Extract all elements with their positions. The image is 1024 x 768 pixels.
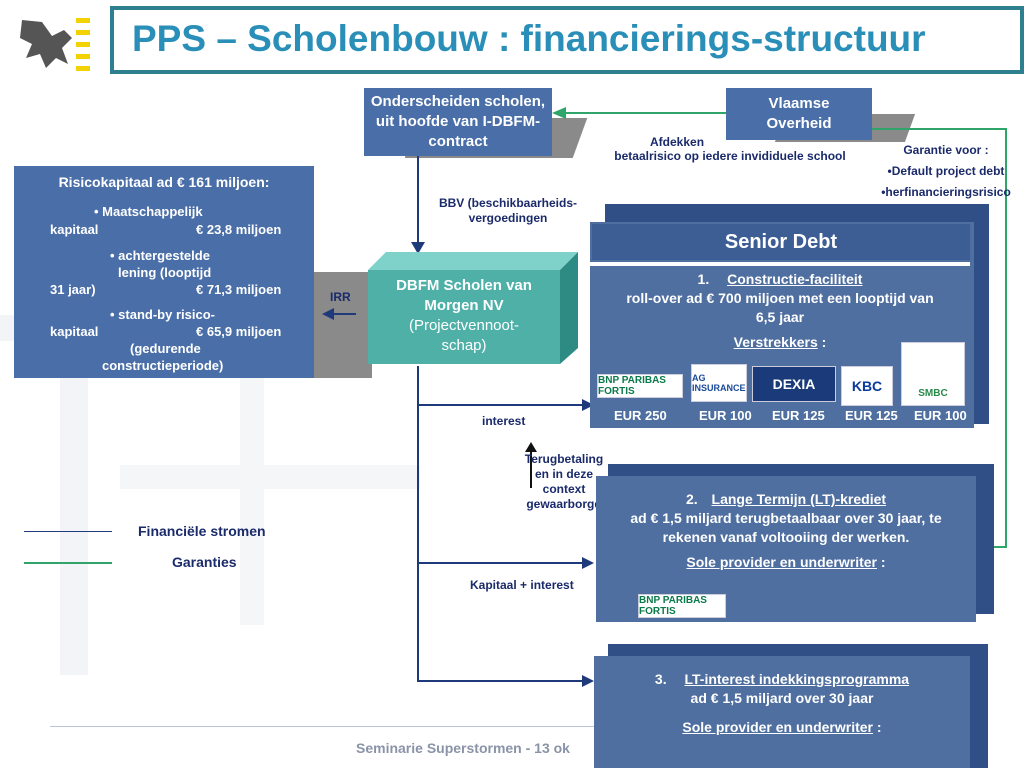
senior-body: 1. Constructie-faciliteit roll-over ad €… bbox=[590, 266, 970, 352]
guarantee-line bbox=[562, 112, 726, 114]
ltint-desc: ad € 1,5 miljard over 30 jaar bbox=[690, 690, 874, 706]
dbfm-box-3d bbox=[368, 252, 578, 364]
risk-item3-d: constructieperiode) bbox=[102, 358, 224, 373]
risk-item3-c: (gedurende bbox=[130, 341, 201, 356]
ag-insurance-logo: AG INSURANCE bbox=[691, 364, 747, 402]
arrow-left-icon bbox=[552, 107, 566, 119]
bank-amount: EUR 125 bbox=[772, 408, 825, 423]
divider bbox=[590, 262, 970, 266]
dbfm-label: DBFM Scholen van Morgen NV (Projectvenno… bbox=[370, 276, 558, 356]
risk-item1-a: • Maatschappelijk bbox=[94, 204, 203, 219]
risk-item3-val: € 65,9 miljoen bbox=[196, 324, 282, 339]
bnp-paribas-logo: BNP PARIBAS FORTIS bbox=[638, 594, 726, 618]
vlaamse-overheid-box: Vlaamse Overheid bbox=[726, 88, 872, 140]
garantie-block: Garantie voor : •Default project debt •h… bbox=[876, 140, 1016, 203]
smbc-logo: SMBC bbox=[901, 342, 965, 406]
page-title: PPS – Scholenbouw : financierings-struct… bbox=[132, 18, 926, 59]
garantie-item-1: •Default project debt bbox=[887, 164, 1005, 178]
guarantee-line bbox=[872, 128, 1006, 130]
terugbetaling-label: Terugbetaling en in deze context gewaarb… bbox=[524, 452, 604, 511]
flow-line bbox=[417, 156, 419, 246]
lt-body: 2. Lange Termijn (LT)-krediet ad € 1,5 m… bbox=[596, 490, 976, 572]
verstrekkers-colon: : bbox=[821, 334, 827, 350]
lt-desc: ad € 1,5 miljard terugbetaalbaar over 30… bbox=[630, 510, 942, 545]
risk-item3-a: • stand-by risico- bbox=[110, 307, 215, 322]
afdekken-label: Afdekken betaalrisico op iedere invididu… bbox=[600, 135, 860, 163]
risicokapitaal-box: Risicokapitaal ad € 161 miljoen: • Maats… bbox=[14, 166, 314, 378]
risk-title: Risicokapitaal ad € 161 miljoen: bbox=[58, 174, 270, 190]
ltint-body: 3. LT-interest indekkingsprogramma ad € … bbox=[594, 670, 970, 737]
repay-line bbox=[530, 448, 532, 488]
garantie-item-2: •herfinancieringsrisico bbox=[881, 185, 1011, 199]
senior-debt-header: Senior Debt bbox=[592, 224, 970, 260]
lt-num: 2. bbox=[685, 491, 698, 507]
flow-line bbox=[417, 366, 419, 682]
ltint-num: 3. bbox=[654, 671, 667, 687]
irr-label: IRR bbox=[330, 290, 351, 304]
lt-title-row: 2. Lange Termijn (LT)-krediet bbox=[596, 490, 976, 509]
risk-item2-c: 31 jaar) bbox=[50, 282, 96, 297]
legend-financial-flows: Financiële stromen bbox=[138, 523, 266, 539]
garantie-title: Garantie voor : bbox=[903, 143, 989, 157]
verstrekkers-row: Verstrekkers : bbox=[590, 327, 970, 352]
arrow-up-icon bbox=[525, 442, 537, 452]
ltint-provider-row: Sole provider en underwriter : bbox=[594, 708, 970, 737]
lt-colon: : bbox=[880, 554, 886, 570]
ltint-colon: : bbox=[876, 719, 882, 735]
guarantee-line bbox=[990, 546, 1007, 548]
bnp-paribas-logo: BNP PARIBAS FORTIS bbox=[597, 374, 683, 398]
risk-item1-b: kapitaal bbox=[50, 222, 99, 237]
footer-text: Seminarie Superstormen - 13 ok bbox=[356, 740, 570, 756]
arrow-left-icon bbox=[322, 308, 334, 320]
flow-line bbox=[417, 562, 585, 564]
senior-num: 1. bbox=[697, 271, 710, 287]
lt-provider-row: Sole provider en underwriter : bbox=[596, 547, 976, 572]
flow-line bbox=[417, 404, 585, 406]
risk-item2-val: € 71,3 miljoen bbox=[196, 282, 282, 297]
bank-amount: EUR 250 bbox=[614, 408, 667, 423]
risk-item1-val: € 23,8 miljoen bbox=[196, 222, 282, 237]
afdekken-line-1: Afdekken bbox=[650, 135, 705, 149]
flemish-lion-logo bbox=[12, 8, 98, 78]
lt-title: Lange Termijn (LT)-krediet bbox=[711, 491, 887, 507]
kbc-logo: KBC bbox=[841, 366, 893, 406]
flow-line bbox=[417, 680, 585, 682]
arrow-down-icon bbox=[411, 242, 425, 254]
interest-label: interest bbox=[482, 414, 526, 428]
onderscheiden-scholen-box: Onderscheiden scholen, uit hoofde van I-… bbox=[364, 88, 552, 156]
footer-divider bbox=[50, 726, 594, 727]
arrow-right-icon bbox=[582, 557, 594, 569]
ltint-panel: 3. LT-interest indekkingsprogramma ad € … bbox=[594, 656, 970, 768]
bbv-label: BBV (beschikbaarheids-vergoedingen bbox=[438, 196, 578, 225]
senior-desc: roll-over ad € 700 miljoen met een loopt… bbox=[626, 290, 934, 325]
risk-item2-a: • achtergestelde bbox=[110, 248, 210, 263]
bank-amount: EUR 100 bbox=[699, 408, 752, 423]
bank-amount: EUR 100 bbox=[914, 408, 967, 423]
senior-title: Constructie-faciliteit bbox=[727, 271, 863, 287]
lt-provider: Sole provider en underwriter bbox=[686, 554, 878, 570]
risk-item2-b: lening (looptijd bbox=[118, 265, 212, 280]
dbfm-title: DBFM Scholen van Morgen NV bbox=[396, 277, 532, 314]
arrow-right-icon bbox=[582, 399, 594, 411]
arrow-right-icon bbox=[582, 675, 594, 687]
legend-guarantee-line bbox=[24, 562, 112, 564]
dbfm-subtitle: (Projectvennoot-schap) bbox=[408, 317, 520, 354]
ltint-provider: Sole provider en underwriter bbox=[682, 719, 874, 735]
flow-line bbox=[332, 313, 356, 315]
afdekken-line-2: betaalrisico op iedere invididuele schoo… bbox=[614, 149, 846, 163]
verstrekkers-label: Verstrekkers bbox=[733, 334, 818, 350]
senior-title-row: 1. Constructie-faciliteit bbox=[590, 266, 970, 289]
kapitaal-interest-label: Kapitaal + interest bbox=[470, 578, 574, 592]
bank-amount: EUR 125 bbox=[845, 408, 898, 423]
ltint-title: LT-interest indekkingsprogramma bbox=[684, 671, 910, 687]
ltint-title-row: 3. LT-interest indekkingsprogramma bbox=[594, 670, 970, 689]
dexia-logo: DEXIA bbox=[752, 366, 836, 402]
legend-guarantees: Garanties bbox=[172, 554, 237, 570]
title-inner bbox=[114, 10, 1020, 70]
risk-item3-b: kapitaal bbox=[50, 324, 99, 339]
legend-flow-line bbox=[24, 531, 112, 532]
guarantee-line bbox=[1005, 128, 1007, 548]
lt-panel: 2. Lange Termijn (LT)-krediet ad € 1,5 m… bbox=[596, 476, 976, 622]
